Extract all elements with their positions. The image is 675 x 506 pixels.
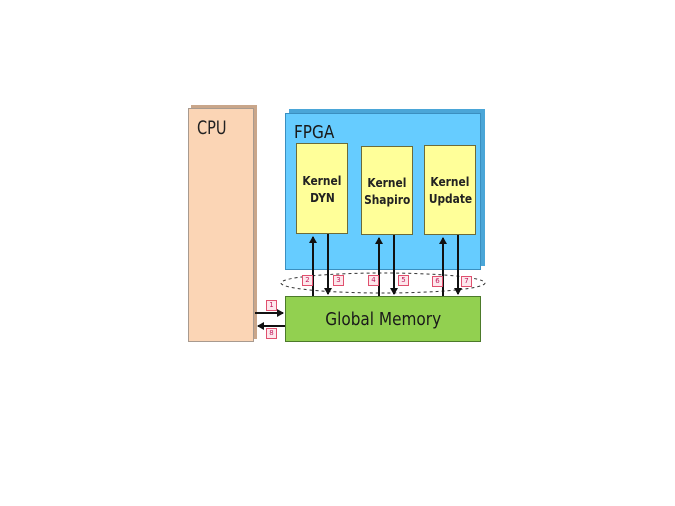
- cpu-block: CPU: [188, 108, 254, 342]
- step-badge-3: 3: [333, 275, 344, 286]
- kernel-update-line2: Update: [428, 191, 472, 206]
- kernel-dyn: Kernel DYN: [296, 143, 348, 234]
- cpu-label: CPU: [197, 117, 227, 139]
- kernel-dyn-line1: Kernel: [302, 172, 342, 188]
- kernel-update: Kernel Update: [424, 145, 476, 235]
- step-badge-2: 2: [302, 275, 313, 286]
- kernel-update-line1: Kernel: [430, 174, 470, 189]
- step-badge-1: 1: [266, 300, 277, 311]
- step-badge-6: 6: [432, 276, 443, 287]
- kernel-shapiro: Kernel Shapiro: [361, 146, 413, 235]
- fpga-label: FPGA: [294, 122, 335, 143]
- step-badge-7: 7: [461, 276, 472, 287]
- global-memory-label: Global Memory: [325, 308, 441, 330]
- kernel-dyn-line2: DYN: [309, 189, 335, 205]
- kernel-shapiro-line2: Shapiro: [363, 191, 411, 207]
- transfer-region-ellipse: [280, 272, 486, 294]
- step-badge-8: 8: [266, 328, 277, 339]
- global-memory-block: Global Memory: [285, 296, 481, 342]
- kernel-shapiro-line1: Kernel: [367, 174, 407, 190]
- step-badge-5: 5: [398, 275, 409, 286]
- step-badge-4: 4: [368, 275, 379, 286]
